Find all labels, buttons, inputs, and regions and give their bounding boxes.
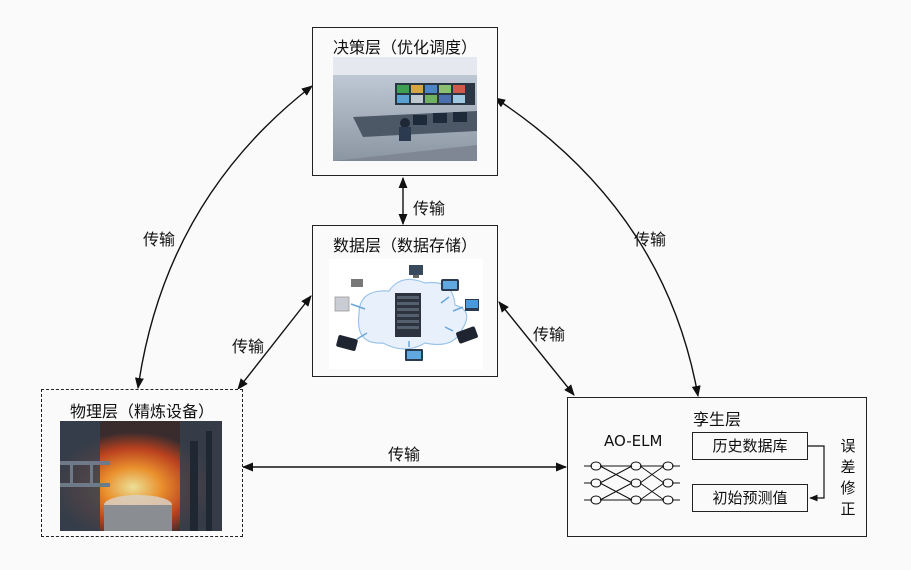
transmission-label-physical-twin: 传输 <box>388 445 421 464</box>
ao-elm-label: AO-ELM <box>604 432 663 450</box>
initial-prediction-box: 初始预测值 <box>692 484 808 512</box>
transmission-label-decision-twin: 传输 <box>634 230 667 249</box>
refining-equipment-image <box>60 421 222 531</box>
twin-layer-box: 孪生层 AO-ELM 历史数据库 初始预测值 误 <box>567 397 867 537</box>
twin-layer-title: 孪生层 <box>692 410 741 429</box>
data-storage-image <box>329 259 483 369</box>
history-database-box: 历史数据库 <box>692 432 808 460</box>
arrow-data-physical <box>237 295 312 390</box>
transmission-label-decision-data: 传输 <box>413 199 446 218</box>
transmission-label-data-physical: 传输 <box>232 337 265 356</box>
arrow-decision-twin <box>494 97 701 398</box>
transmission-label-decision-physical: 传输 <box>143 230 176 249</box>
decision-layer-box: 决策层（优化调度） <box>312 27 498 176</box>
physical-layer-title: 物理层（精炼设备） <box>69 402 214 421</box>
arrow-data-twin <box>498 301 575 396</box>
neural-network-icon <box>584 461 680 505</box>
decision-layer-title: 决策层（优化调度） <box>332 38 477 57</box>
arrow-decision-physical <box>135 85 313 390</box>
data-layer-title: 数据层（数据存储） <box>332 236 477 255</box>
physical-layer-box: 物理层（精炼设备） <box>41 389 243 537</box>
error-correction-arrow <box>808 445 825 502</box>
control-room-image <box>333 57 477 161</box>
data-layer-box: 数据层（数据存储） <box>312 225 498 377</box>
transmission-label-data-twin: 传输 <box>533 325 566 344</box>
error-correction-label: 误 差 修 正 <box>840 437 856 518</box>
